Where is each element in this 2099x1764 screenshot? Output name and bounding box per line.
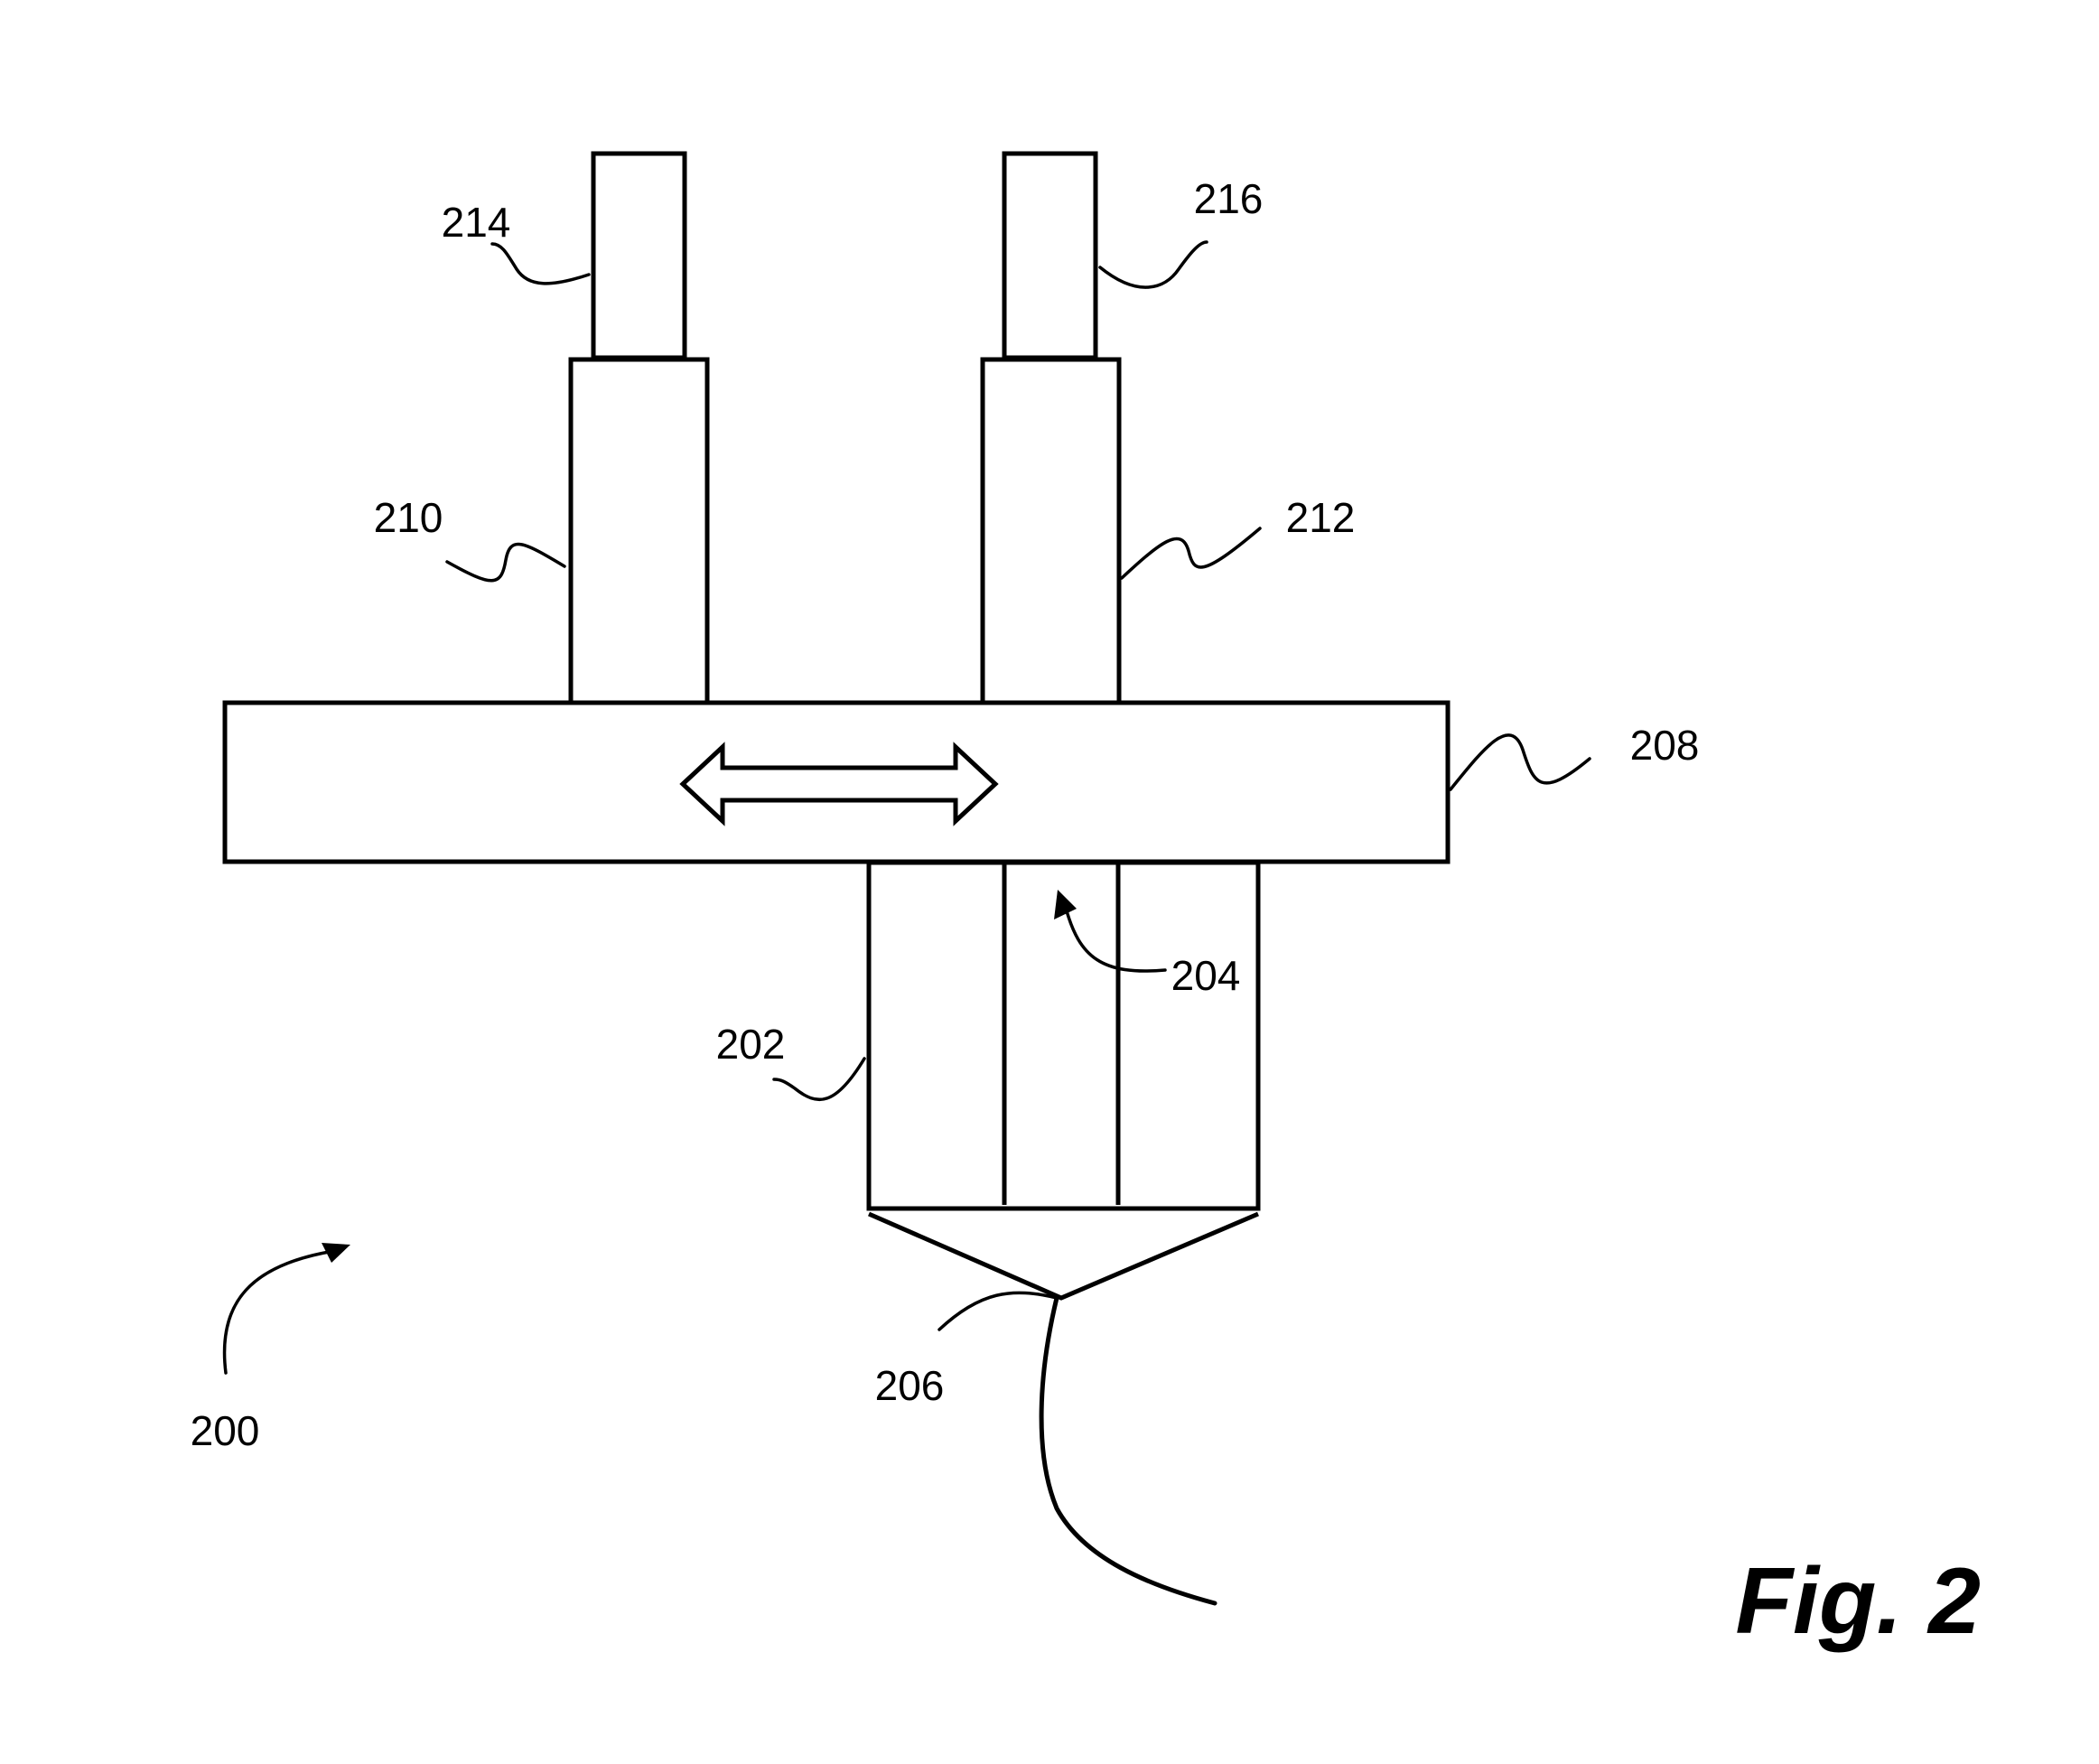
leader-208 [1449,733,1591,791]
leader-206 [938,1291,1059,1331]
leader-210 [445,542,566,583]
label-202: 202 [716,1021,786,1068]
leader-214 [490,242,591,285]
leader-200 [222,1249,336,1375]
label-212: 212 [1286,494,1356,541]
label-210: 210 [374,494,443,541]
leader-202 [772,1057,866,1102]
label-206: 206 [875,1362,945,1409]
body-202 [866,860,1261,1211]
rod-216 [1002,151,1098,360]
double-arrow-icon [679,742,999,826]
nozzle-tip [867,1211,1259,1301]
label-208: 208 [1630,722,1700,769]
leader-216 [1098,240,1208,289]
label-204: 204 [1171,952,1241,999]
label-216: 216 [1194,175,1264,222]
label-214: 214 [442,199,511,246]
leader-212 [1120,527,1262,580]
figure-caption: Fig. 2 [1735,1549,1981,1654]
label-200: 200 [191,1407,260,1454]
arrowhead-200 [322,1243,350,1263]
cylinder-210 [568,357,710,705]
filament-206 [1039,1295,1217,1606]
arrowhead-204 [1054,890,1077,919]
rod-214 [591,151,687,360]
leader-204 [1064,906,1167,973]
cylinder-212 [980,357,1122,705]
